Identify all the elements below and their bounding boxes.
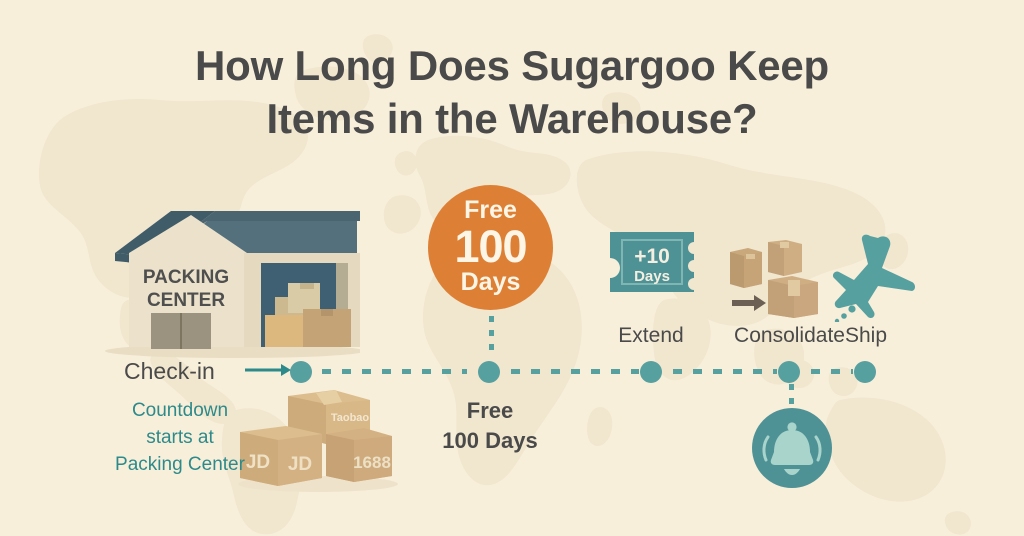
svg-text:Taobao: Taobao	[331, 412, 370, 424]
coupon-ticket-icon: +10 Days	[610, 232, 694, 292]
page-title: How Long Does Sugargoo Keep Items in the…	[0, 40, 1024, 145]
svg-text:JD: JD	[246, 452, 270, 473]
free-days-badge: Free 100 Days	[428, 185, 553, 310]
timeline-node-consolidate[interactable]	[778, 361, 800, 383]
countdown-line-3: Packing Center	[115, 453, 245, 475]
timeline-dash-segment-4	[811, 369, 853, 374]
step-label-ship: Ship	[844, 324, 888, 347]
svg-text:CENTER: CENTER	[147, 290, 225, 311]
free-days-caption: Free 100 Days	[410, 396, 570, 455]
free-caption-line-1: Free	[466, 398, 514, 423]
badge-connector-dashes	[489, 316, 494, 358]
svg-text:Days: Days	[634, 268, 670, 285]
bell-connector-dashes	[789, 384, 794, 410]
title-line-1: How Long Does Sugargoo Keep	[195, 42, 829, 89]
countdown-note: Countdown starts at Packing Center	[106, 398, 254, 479]
countdown-line-1: Countdown	[131, 400, 229, 421]
checkin-label: Check-in	[124, 358, 215, 384]
notification-bell-icon	[762, 422, 822, 475]
timeline-node-ship[interactable]	[854, 361, 876, 383]
svg-text:+10: +10	[634, 245, 670, 268]
warehouse-icon: PACKING CENTER	[105, 211, 360, 358]
countdown-line-2: starts at	[146, 426, 214, 448]
timeline-node-extend[interactable]	[640, 361, 662, 383]
notification-bell-badge	[752, 408, 832, 488]
badge-line-free: Free	[464, 196, 517, 224]
stacked-boxes-icon: Taobao JD JD 1688	[238, 390, 398, 492]
free-caption-line-2: 100 Days	[442, 427, 538, 453]
svg-text:1688: 1688	[353, 453, 391, 472]
svg-text:PACKING: PACKING	[143, 267, 229, 288]
svg-text:JD: JD	[288, 454, 312, 475]
timeline-node-checkin[interactable]	[290, 361, 312, 383]
consolidate-boxes-icon	[730, 240, 818, 318]
airplane-icon	[832, 234, 915, 322]
step-label-consolidate: Consolidate	[734, 324, 845, 347]
timeline-dash-segment-3	[673, 369, 777, 374]
timeline-dash-segment-2	[511, 369, 639, 374]
timeline-node-free100[interactable]	[478, 361, 500, 383]
badge-line-days: Days	[460, 268, 521, 297]
step-label-extend: Extend	[618, 324, 684, 347]
title-line-2: Items in the Warehouse?	[266, 94, 758, 142]
right-arrow-icon	[245, 364, 291, 376]
timeline-dash-segment-1	[322, 369, 467, 374]
badge-line-number: 100	[454, 221, 527, 272]
